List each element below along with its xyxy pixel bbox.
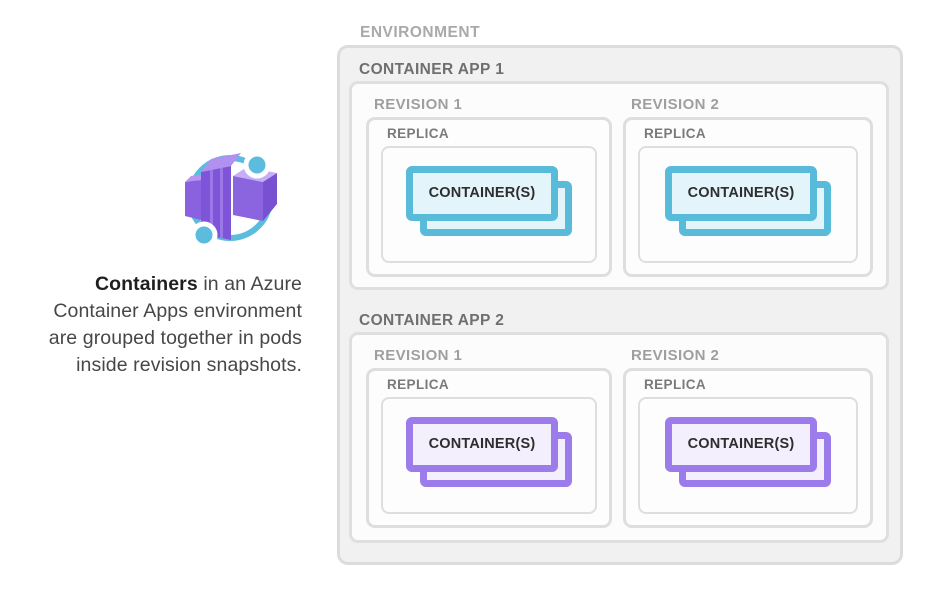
container-stack: CONTAINER(S) [665, 165, 831, 236]
container-card-label: CONTAINER(S) [687, 185, 795, 201]
revision-box: REPLICA CONTAINER(S) [366, 117, 612, 277]
caption-line-2: Container Apps environment [53, 300, 302, 322]
caption-text: Containers in an Azure Container Apps en… [8, 271, 302, 379]
app1-revision-1: REVISION 1 REPLICA CONTAINER(S) [366, 96, 616, 277]
environment-box: CONTAINER APP 1 REVISION 1 REPLICA CONTA… [337, 45, 903, 565]
replica-box: CONTAINER(S) [638, 146, 858, 263]
replica-label: REPLICA [644, 377, 707, 392]
replica-box: CONTAINER(S) [381, 397, 597, 514]
container-app-1-box: REVISION 1 REPLICA CONTAINER(S) REVISION [349, 81, 889, 290]
replica-box: CONTAINER(S) [381, 146, 597, 263]
caption-line-4: inside revision snapshots. [76, 354, 302, 376]
replica-box: CONTAINER(S) [638, 397, 858, 514]
app2-revision-2: REVISION 2 REPLICA CONTAINER(S) [623, 347, 873, 528]
container-stack: CONTAINER(S) [406, 416, 572, 487]
container-card-label: CONTAINER(S) [428, 436, 536, 452]
revision-label: REVISION 1 [374, 96, 463, 113]
container-card-front: CONTAINER(S) [406, 165, 558, 221]
replica-label: REPLICA [387, 126, 450, 141]
azure-container-apps-icon-svg [185, 151, 277, 249]
caption-line-3: are grouped together in pods [48, 327, 302, 349]
container-card-label: CONTAINER(S) [428, 185, 536, 201]
container-card-label: CONTAINER(S) [687, 436, 795, 452]
container-card-front: CONTAINER(S) [406, 416, 558, 472]
azure-container-apps-icon [183, 145, 279, 253]
app1-revision-2: REVISION 2 REPLICA CONTAINER(S) [623, 96, 873, 277]
container-app-1-label: CONTAINER APP 1 [359, 61, 505, 78]
caption-bold: Containers [94, 273, 198, 295]
container-card-front: CONTAINER(S) [665, 416, 817, 472]
container-stack: CONTAINER(S) [406, 165, 572, 236]
container-stack: CONTAINER(S) [665, 416, 831, 487]
container-app-2-box: REVISION 1 REPLICA CONTAINER(S) REVISION [349, 332, 889, 543]
app2-revision-1: REVISION 1 REPLICA CONTAINER(S) [366, 347, 616, 528]
revision-box: REPLICA CONTAINER(S) [623, 368, 873, 528]
replica-label: REPLICA [387, 377, 450, 392]
environment-label: ENVIRONMENT [360, 24, 481, 41]
replica-label: REPLICA [644, 126, 707, 141]
caption-line-1: Containers in an Azure [94, 273, 302, 295]
revision-box: REPLICA CONTAINER(S) [366, 368, 612, 528]
revision-box: REPLICA CONTAINER(S) [623, 117, 873, 277]
revision-label: REVISION 2 [631, 347, 720, 364]
container-card-front: CONTAINER(S) [665, 165, 817, 221]
container-app-2-label: CONTAINER APP 2 [359, 312, 505, 329]
revision-label: REVISION 2 [631, 96, 720, 113]
revision-label: REVISION 1 [374, 347, 463, 364]
